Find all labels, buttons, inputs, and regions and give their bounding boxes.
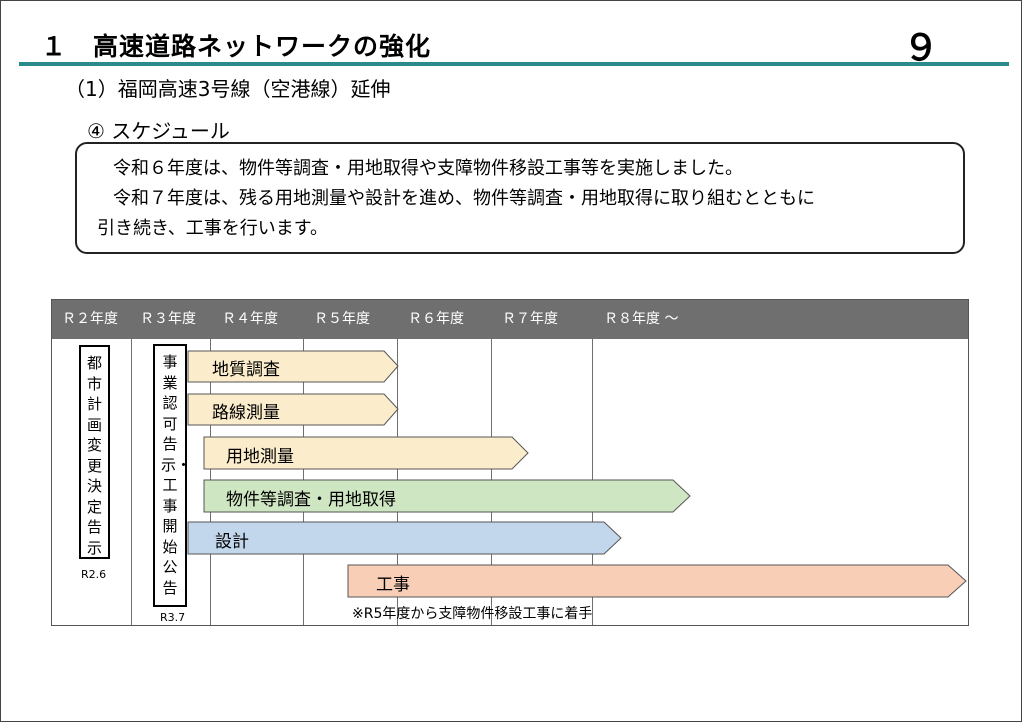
- year-label-r3: Ｒ３年度: [140, 311, 196, 327]
- year-label-r4: Ｒ４年度: [222, 311, 278, 327]
- milestone-box-project-approval: 事業認可告示・工事開始公告: [153, 344, 192, 607]
- summary-box: 令和６年度は、物件等調査・用地取得や支障物件移設工事等を実施しました。 令和７年…: [75, 142, 965, 254]
- task-bar-route-survey: [187, 393, 399, 426]
- milestone-box-urban-plan: 都市計画変更決定告示: [79, 345, 110, 559]
- task-label: 路線測量: [212, 403, 280, 423]
- task-bar-land-survey: [203, 436, 529, 470]
- project-subtitle: （1）福岡高速3号線（空港線）延伸: [65, 77, 391, 101]
- task-label: 物件等調査・用地取得: [226, 490, 396, 510]
- grid-line: [131, 300, 132, 625]
- section-heading: ④ スケジュール: [87, 119, 230, 143]
- year-label-r2: Ｒ２年度: [62, 311, 118, 327]
- task-bars: [187, 350, 967, 598]
- title-underline: [19, 62, 1009, 66]
- task-label: 工事: [376, 575, 410, 595]
- summary-line-3: 引き続き、工事を行います。: [97, 218, 328, 239]
- summary-line-1: 令和６年度は、物件等調査・用地取得や支障物件移設工事等を実施しました。: [113, 158, 743, 179]
- milestone-text: 都市計画変更決定告示: [86, 354, 102, 557]
- year-label-r8: Ｒ８年度 ～: [604, 311, 679, 327]
- task-label: 地質調査: [212, 360, 280, 380]
- task-bar-construction: [347, 564, 967, 598]
- milestone-date: R2.6: [81, 568, 107, 581]
- schedule-chart: Ｒ２年度 Ｒ３年度 Ｒ４年度 Ｒ５年度 Ｒ６年度 Ｒ７年度 Ｒ８年度 ～ 都市計…: [51, 299, 969, 626]
- task-bar-design: [187, 521, 622, 555]
- task-label: 設計: [215, 532, 249, 552]
- chart-footnote: ※R5年度から支障物件移設工事に着手: [352, 606, 593, 622]
- chart-header: [52, 300, 968, 339]
- task-bar-geological-survey: [187, 350, 399, 383]
- year-label-r5: Ｒ５年度: [314, 311, 370, 327]
- grid-line: [592, 300, 593, 625]
- task-label: 用地測量: [226, 447, 294, 467]
- milestone-text: 事業認可告示・工事開始公告: [161, 353, 192, 597]
- year-label-r7: Ｒ７年度: [502, 311, 558, 327]
- task-bar-property-acquisition: [203, 479, 691, 513]
- summary-line-2: 令和７年度は、残る用地測量や設計を進め、物件等調査・用地取得に取り組むとともに: [113, 188, 815, 209]
- year-label-r6: Ｒ６年度: [408, 311, 464, 327]
- milestone-date: R3.7: [160, 611, 186, 624]
- page-title: １ 高速道路ネットワークの強化: [41, 32, 432, 61]
